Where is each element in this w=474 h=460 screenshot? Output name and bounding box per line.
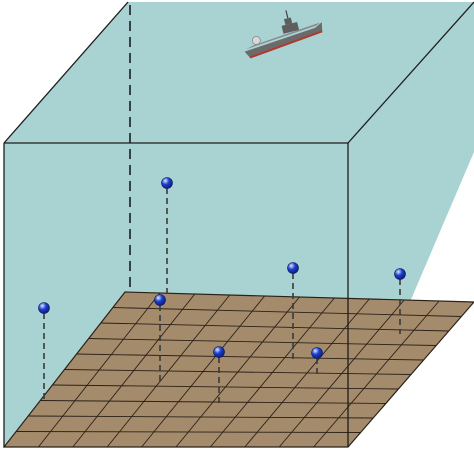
buoy-sphere-icon	[287, 262, 299, 274]
seabed-grid-line	[16, 431, 361, 433]
buoy-sphere-icon	[213, 346, 225, 358]
seabed	[2, 291, 474, 448]
buoy-5	[394, 268, 406, 334]
top-right-edge	[347, 1, 474, 144]
seabed-floor	[2, 291, 474, 448]
buoy-1	[161, 177, 173, 294]
ship-icon	[244, 10, 323, 59]
seabed-grid-line	[64, 369, 412, 375]
ship-superstructure	[281, 22, 300, 34]
ship-hull	[244, 22, 323, 59]
ship-mast	[285, 10, 289, 19]
ship-radar-dome	[252, 36, 261, 45]
seabed-grid-line	[76, 353, 424, 361]
buoy-sphere-icon	[311, 347, 323, 359]
buoy-3	[154, 294, 166, 383]
seabed-grid-line	[112, 307, 462, 317]
buoy-sphere-icon	[38, 302, 50, 314]
buoy-2	[38, 302, 50, 400]
seabed-grid-line	[40, 400, 386, 404]
ship-waterline	[249, 30, 323, 59]
buoy-sphere-icon	[154, 294, 166, 306]
buoy-sphere-icon	[394, 268, 406, 280]
seabed-grid-line	[88, 338, 437, 346]
buoy-6	[213, 346, 225, 406]
buoy-4	[287, 262, 299, 360]
buoy-7	[311, 347, 323, 376]
box-edges	[3, 1, 474, 447]
buoy-array	[38, 177, 406, 406]
seabed-grid-line	[28, 415, 374, 419]
ship-bridge	[283, 17, 293, 25]
seabed-grid-line	[100, 322, 449, 332]
top-left-edge	[3, 1, 129, 144]
ship-deck	[246, 22, 320, 50]
buoy-sphere-icon	[161, 177, 173, 189]
seabed-grid-line	[52, 384, 399, 390]
